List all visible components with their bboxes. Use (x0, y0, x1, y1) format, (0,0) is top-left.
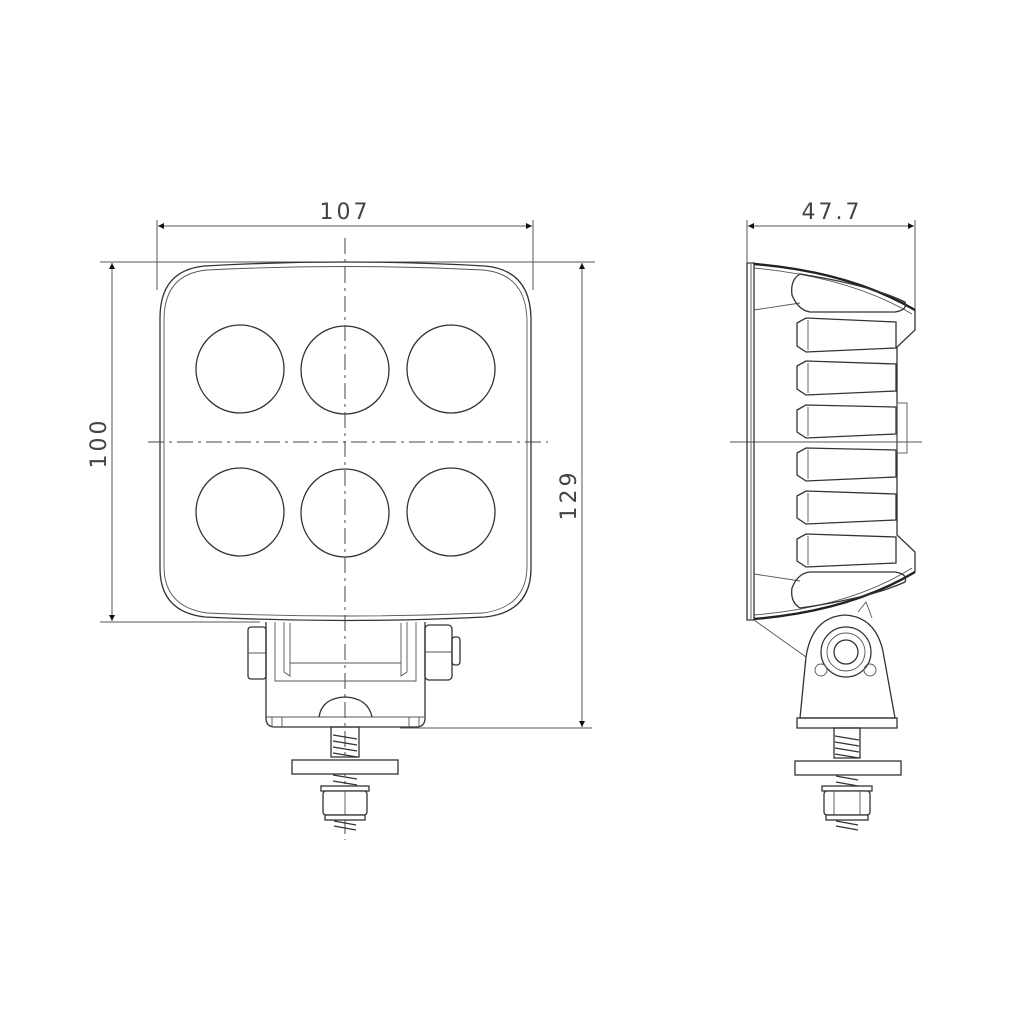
dimension-total-height: 129 (400, 263, 592, 729)
mounting-bracket-front (247, 622, 461, 728)
bolt-assembly-side (794, 727, 902, 831)
housing-height-label: 100 (87, 418, 112, 469)
width-label: 107 (320, 200, 371, 225)
dimension-housing-height: 100 (87, 263, 260, 623)
lamp-housing (159, 261, 532, 622)
led-3 (406, 324, 496, 414)
led-1 (195, 324, 285, 414)
front-view: 107 100 129 (87, 200, 595, 840)
depth-label: 47.7 (802, 200, 863, 225)
lamp-body-side (746, 262, 916, 621)
dimension-depth: 47.7 (746, 200, 916, 310)
side-view: 47.7 (730, 200, 922, 831)
mounting-bracket-side (753, 601, 898, 729)
total-height-label: 129 (557, 470, 582, 521)
cooling-fins (796, 317, 897, 568)
led-4 (195, 467, 285, 557)
led-6 (406, 467, 496, 557)
dimension-width: 107 (156, 200, 534, 290)
bolt-assembly-front (291, 726, 399, 831)
led-array (195, 324, 496, 558)
